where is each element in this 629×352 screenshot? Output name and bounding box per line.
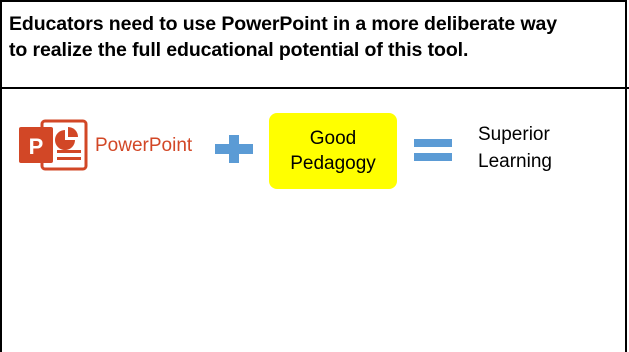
title-line-2: to realize the full educational potentia… bbox=[9, 39, 469, 61]
powerpoint-wordmark: PowerPoint bbox=[95, 135, 193, 156]
plus-icon bbox=[215, 135, 253, 163]
slide-header: Educators need to use PowerPoint in a mo… bbox=[2, 2, 629, 89]
svg-text:P: P bbox=[29, 134, 44, 159]
good-pedagogy-box: Good Pedagogy bbox=[269, 113, 397, 189]
result-line-1: Superior bbox=[478, 124, 550, 145]
equals-icon bbox=[414, 139, 452, 161]
title-line-1: Educators need to use PowerPoint in a mo… bbox=[9, 13, 558, 35]
result-line-2: Learning bbox=[478, 151, 552, 172]
pedagogy-line-2: Pedagogy bbox=[290, 153, 376, 174]
superior-learning-result: Superior Learning bbox=[478, 121, 552, 175]
powerpoint-logo-icon: P bbox=[19, 119, 88, 171]
pedagogy-line-1: Good bbox=[309, 128, 357, 149]
